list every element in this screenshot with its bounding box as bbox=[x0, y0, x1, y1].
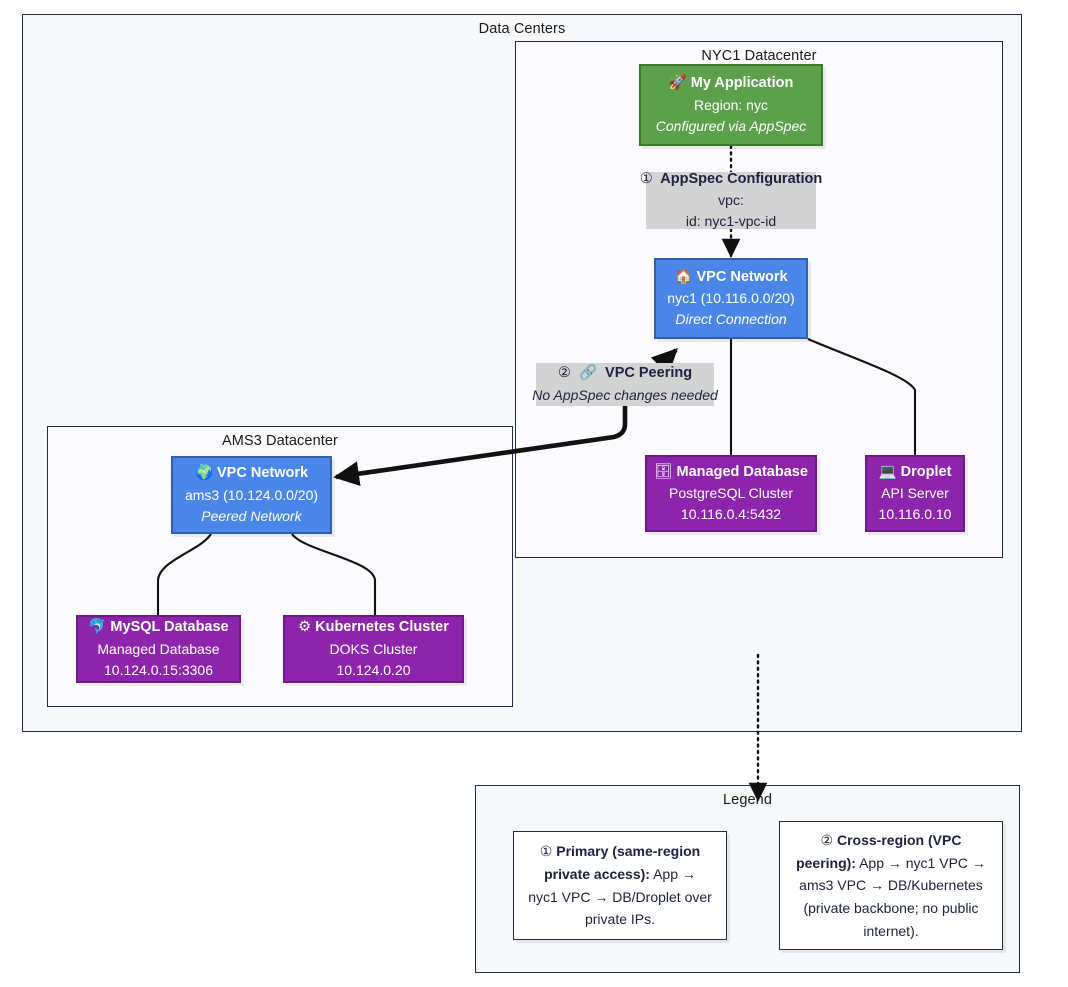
legend-item-primary-rest: App → nyc1 VPC → DB/Droplet over private… bbox=[528, 865, 712, 928]
note-appspec-configuration-title: ① AppSpec Configuration bbox=[639, 171, 823, 187]
dolphin-icon: 🐬 bbox=[88, 619, 107, 636]
node-droplet[interactable]: 💻Droplet API Server 10.116.0.10 bbox=[865, 455, 965, 532]
node-kubernetes-cluster[interactable]: ⚙Kubernetes Cluster DOKS Cluster 10.124.… bbox=[283, 615, 464, 683]
node-my-application-note: Configured via AppSpec bbox=[655, 117, 807, 134]
node-nyc1-vpc-network-title: 🏠VPC Network bbox=[674, 268, 788, 285]
cluster-nyc1-datacenter-label: NYC1 Datacenter bbox=[701, 48, 817, 64]
note-vpc-peering-title: ② 🔗 VPC Peering bbox=[557, 365, 693, 382]
database-icon: 🗄 bbox=[654, 463, 673, 480]
node-nyc1-vpc-network-cidr: nyc1 (10.116.0.0/20) bbox=[667, 290, 795, 306]
node-kubernetes-cluster-title: ⚙Kubernetes Cluster bbox=[298, 619, 449, 636]
node-nyc1-vpc-network-note: Direct Connection bbox=[675, 311, 787, 327]
node-ams3-vpc-network-title: 🌍VPC Network bbox=[194, 465, 309, 482]
note-appspec-configuration-key: vpc: bbox=[718, 192, 744, 209]
node-ams3-vpc-network-cidr: ams3 (10.124.0.0/20) bbox=[184, 486, 319, 503]
node-droplet-address: 10.116.0.10 bbox=[878, 506, 952, 522]
node-my-application[interactable]: 🚀My Application Region: nyc Configured v… bbox=[639, 64, 823, 146]
link-icon: 🔗 bbox=[578, 365, 598, 382]
legend-item-primary[interactable]: ① Primary (same-region private access): … bbox=[513, 831, 727, 940]
rocket-icon: 🚀 bbox=[668, 75, 687, 92]
gear-icon: ⚙ bbox=[298, 619, 312, 636]
node-managed-database-engine: PostgreSQL Cluster bbox=[669, 485, 793, 501]
cluster-ams3-datacenter-label: AMS3 Datacenter bbox=[222, 433, 338, 449]
cluster-legend-label: Legend bbox=[723, 792, 772, 808]
laptop-icon: 💻 bbox=[878, 463, 897, 480]
node-nyc1-vpc-network[interactable]: 🏠VPC Network nyc1 (10.116.0.0/20) Direct… bbox=[654, 258, 808, 339]
node-mysql-database-address: 10.124.0.15:3306 bbox=[104, 661, 213, 678]
note-vpc-peering-subtitle: No AppSpec changes needed bbox=[532, 386, 718, 403]
node-mysql-database-title: 🐬MySQL Database bbox=[88, 619, 229, 636]
node-mysql-database[interactable]: 🐬MySQL Database Managed Database 10.124.… bbox=[76, 615, 241, 683]
circled-two-icon: ② bbox=[557, 365, 571, 382]
legend-item-cross-region-bold: Cross-region (VPC peering): bbox=[796, 831, 962, 871]
note-appspec-configuration[interactable]: ① AppSpec Configuration vpc: id: nyc1-vp… bbox=[640, 171, 822, 230]
house-icon: 🏠 bbox=[674, 268, 693, 285]
cluster-data-centers-label: Data Centers bbox=[478, 21, 566, 37]
node-mysql-database-type: Managed Database bbox=[97, 640, 220, 657]
node-managed-database[interactable]: 🗄Managed Database PostgreSQL Cluster 10.… bbox=[645, 455, 817, 532]
node-managed-database-address: 10.116.0.4:5432 bbox=[680, 506, 782, 522]
node-managed-database-title: 🗄Managed Database bbox=[654, 463, 808, 480]
node-ams3-vpc-network-note: Peered Network bbox=[201, 507, 302, 524]
node-my-application-title: 🚀My Application bbox=[668, 75, 794, 92]
note-vpc-peering[interactable]: ② 🔗 VPC Peering No AppSpec changes neede… bbox=[532, 363, 718, 406]
legend-item-cross-region[interactable]: ② Cross-region (VPC peering): App → nyc1… bbox=[779, 821, 1003, 950]
legend-item-primary-marker: ① bbox=[539, 843, 553, 860]
node-kubernetes-cluster-address: 10.124.0.20 bbox=[336, 661, 411, 678]
node-droplet-role: API Server bbox=[881, 485, 949, 501]
node-my-application-region: Region: nyc bbox=[694, 96, 768, 113]
legend-item-cross-region-rest: App → nyc1 VPC → ams3 VPC → DB/Kubernete… bbox=[799, 854, 986, 939]
node-kubernetes-cluster-type: DOKS Cluster bbox=[329, 640, 418, 657]
legend-item-cross-region-text: ② Cross-region (VPC peering): App → nyc1… bbox=[794, 829, 988, 942]
legend-item-cross-region-marker: ② bbox=[820, 831, 834, 848]
node-ams3-vpc-network[interactable]: 🌍VPC Network ams3 (10.124.0.0/20) Peered… bbox=[171, 456, 332, 534]
legend-item-primary-text: ① Primary (same-region private access): … bbox=[528, 840, 712, 931]
legend-item-primary-bold: Primary (same-region private access): bbox=[544, 843, 701, 882]
globe-icon: 🌍 bbox=[194, 465, 213, 482]
note-appspec-configuration-value: id: nyc1-vpc-id bbox=[685, 213, 777, 230]
circled-one-icon: ① bbox=[639, 171, 653, 187]
node-droplet-title: 💻Droplet bbox=[878, 463, 952, 480]
